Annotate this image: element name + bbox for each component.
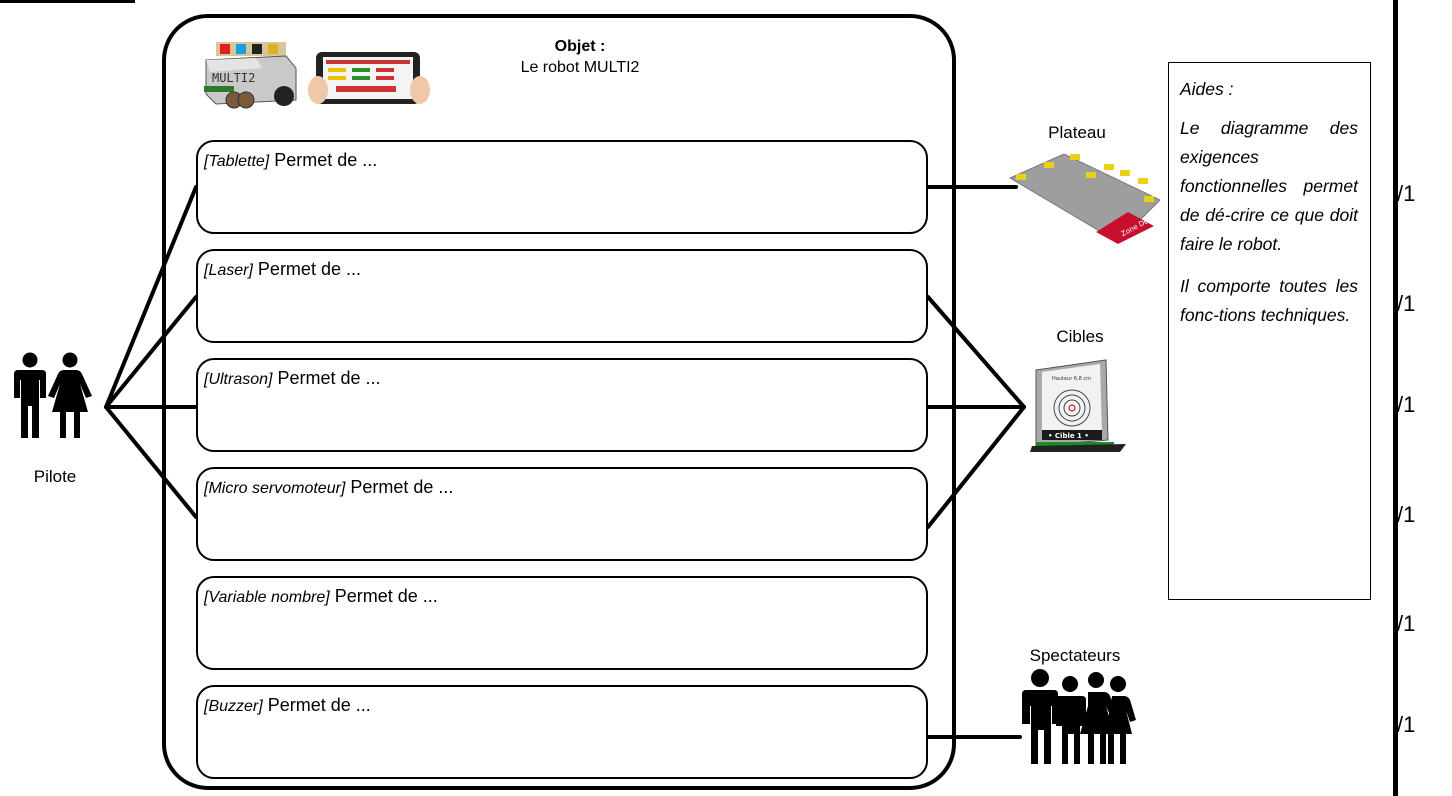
score-3: /1 <box>1397 392 1416 417</box>
function-tag: [Tablette] <box>204 153 270 170</box>
servo-to-targets-line <box>926 405 1026 529</box>
function-description: Permet de ... <box>252 259 361 279</box>
target-image: Hauteur 6,8 cm • Cible 1 • <box>1030 359 1126 452</box>
help-paragraph-1: Le diagramme des exigences fonctionnelle… <box>1180 118 1358 254</box>
function-box-buzzer[interactable]: [Buzzer] Permet de ... <box>196 685 928 779</box>
tablet-icon <box>308 52 430 104</box>
help-paragraph-2: Il comporte toutes les fonc-tions techni… <box>1180 276 1358 325</box>
spectators-icon <box>1022 669 1136 764</box>
target-caption: • Cible 1 • <box>1048 432 1089 440</box>
pilot-to-laser-line <box>104 295 198 409</box>
function-description: Permet de ... <box>262 695 371 715</box>
board-label: Plateau <box>1048 123 1106 142</box>
targets-label: Cibles <box>1056 327 1104 346</box>
function-box-laser[interactable]: [Laser] Permet de ... <box>196 249 928 343</box>
function-text: [Laser] Permet de ... <box>204 259 361 280</box>
function-text: [Buzzer] Permet de ... <box>204 695 371 716</box>
object-label: Objet : <box>554 38 606 55</box>
start-zone <box>1096 212 1154 244</box>
function-tag: [Buzzer] <box>204 698 263 715</box>
pilot-to-servo-line <box>104 405 198 519</box>
laser-to-targets-line <box>926 295 1026 409</box>
top-rule <box>0 0 135 3</box>
object-name: Le robot MULTI2 <box>520 59 640 76</box>
function-description: Permet de ... <box>345 477 454 497</box>
pilot-couple-icon <box>14 352 92 438</box>
function-tag: [Ultrason] <box>204 371 273 388</box>
score-6: /1 <box>1397 712 1416 737</box>
pilot-to-tablette-line <box>104 185 198 409</box>
function-box-tablette[interactable]: [Tablette] Permet de ... <box>196 140 928 234</box>
function-box-ultrason[interactable]: [Ultrason] Permet de ... <box>196 358 928 452</box>
board-image: Zone Départ <box>1008 153 1160 244</box>
help-title: Aides : <box>1180 79 1234 99</box>
spectators-label: Spectateurs <box>1029 646 1121 665</box>
pilot-label: Pilote <box>33 467 77 486</box>
function-description: Permet de ... <box>269 150 378 170</box>
function-tag: [Micro servomoteur] <box>204 480 346 497</box>
function-text: [Micro servomoteur] Permet de ... <box>204 477 453 498</box>
robot-icon: MULTI2 <box>204 42 297 109</box>
function-text: [Ultrason] Permet de ... <box>204 368 381 389</box>
function-description: Permet de ... <box>272 368 381 388</box>
score-2: /1 <box>1397 291 1416 316</box>
function-box-variable[interactable]: [Variable nombre] Permet de ... <box>196 576 928 670</box>
object-title: Objet : Le robot MULTI2 <box>480 36 680 78</box>
help-box: Aides : Le diagramme des exigences fonct… <box>1168 62 1371 600</box>
score-4: /1 <box>1397 502 1416 527</box>
score-5: /1 <box>1397 611 1416 636</box>
function-description: Permet de ... <box>329 586 438 606</box>
score-1: /1 <box>1397 181 1416 206</box>
function-text: [Variable nombre] Permet de ... <box>204 586 438 607</box>
robot-image: MULTI2 <box>204 42 430 109</box>
function-tag: [Laser] <box>204 262 253 279</box>
object-frame <box>162 14 956 790</box>
function-tag: [Variable nombre] <box>204 589 330 606</box>
svg-text:MULTI2: MULTI2 <box>212 71 255 85</box>
function-box-servomoteur[interactable]: [Micro servomoteur] Permet de ... <box>196 467 928 561</box>
right-margin-rule <box>1393 0 1398 796</box>
function-text: [Tablette] Permet de ... <box>204 150 377 171</box>
svg-text:Hauteur 6,8 cm: Hauteur 6,8 cm <box>1052 376 1091 382</box>
